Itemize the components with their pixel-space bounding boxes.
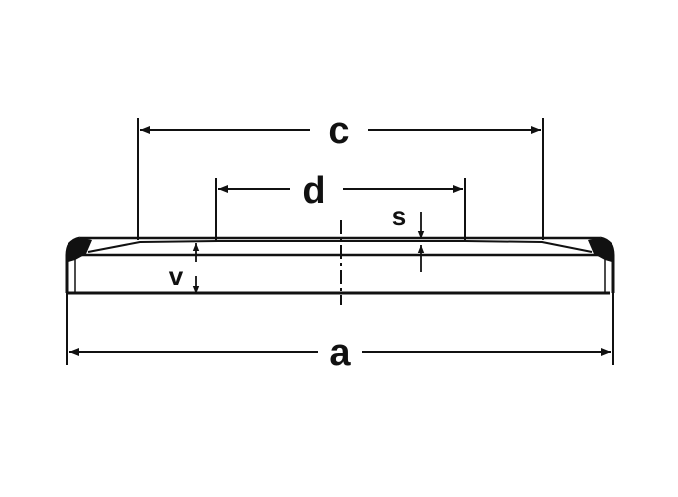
dimension-a-label: a bbox=[329, 332, 351, 374]
dimension-a bbox=[66, 293, 614, 365]
dimension-d bbox=[215, 178, 466, 242]
dimension-c-label: c bbox=[328, 110, 349, 152]
dimension-d-label: d bbox=[302, 170, 325, 212]
dimension-c bbox=[137, 118, 544, 240]
right-corner-fill bbox=[588, 238, 612, 262]
dimension-v-label: v bbox=[169, 261, 184, 291]
lip-left-line bbox=[87, 240, 219, 253]
left-corner-fill bbox=[68, 238, 92, 262]
dimension-s-label: s bbox=[392, 201, 406, 231]
lip-right-line bbox=[464, 240, 593, 253]
